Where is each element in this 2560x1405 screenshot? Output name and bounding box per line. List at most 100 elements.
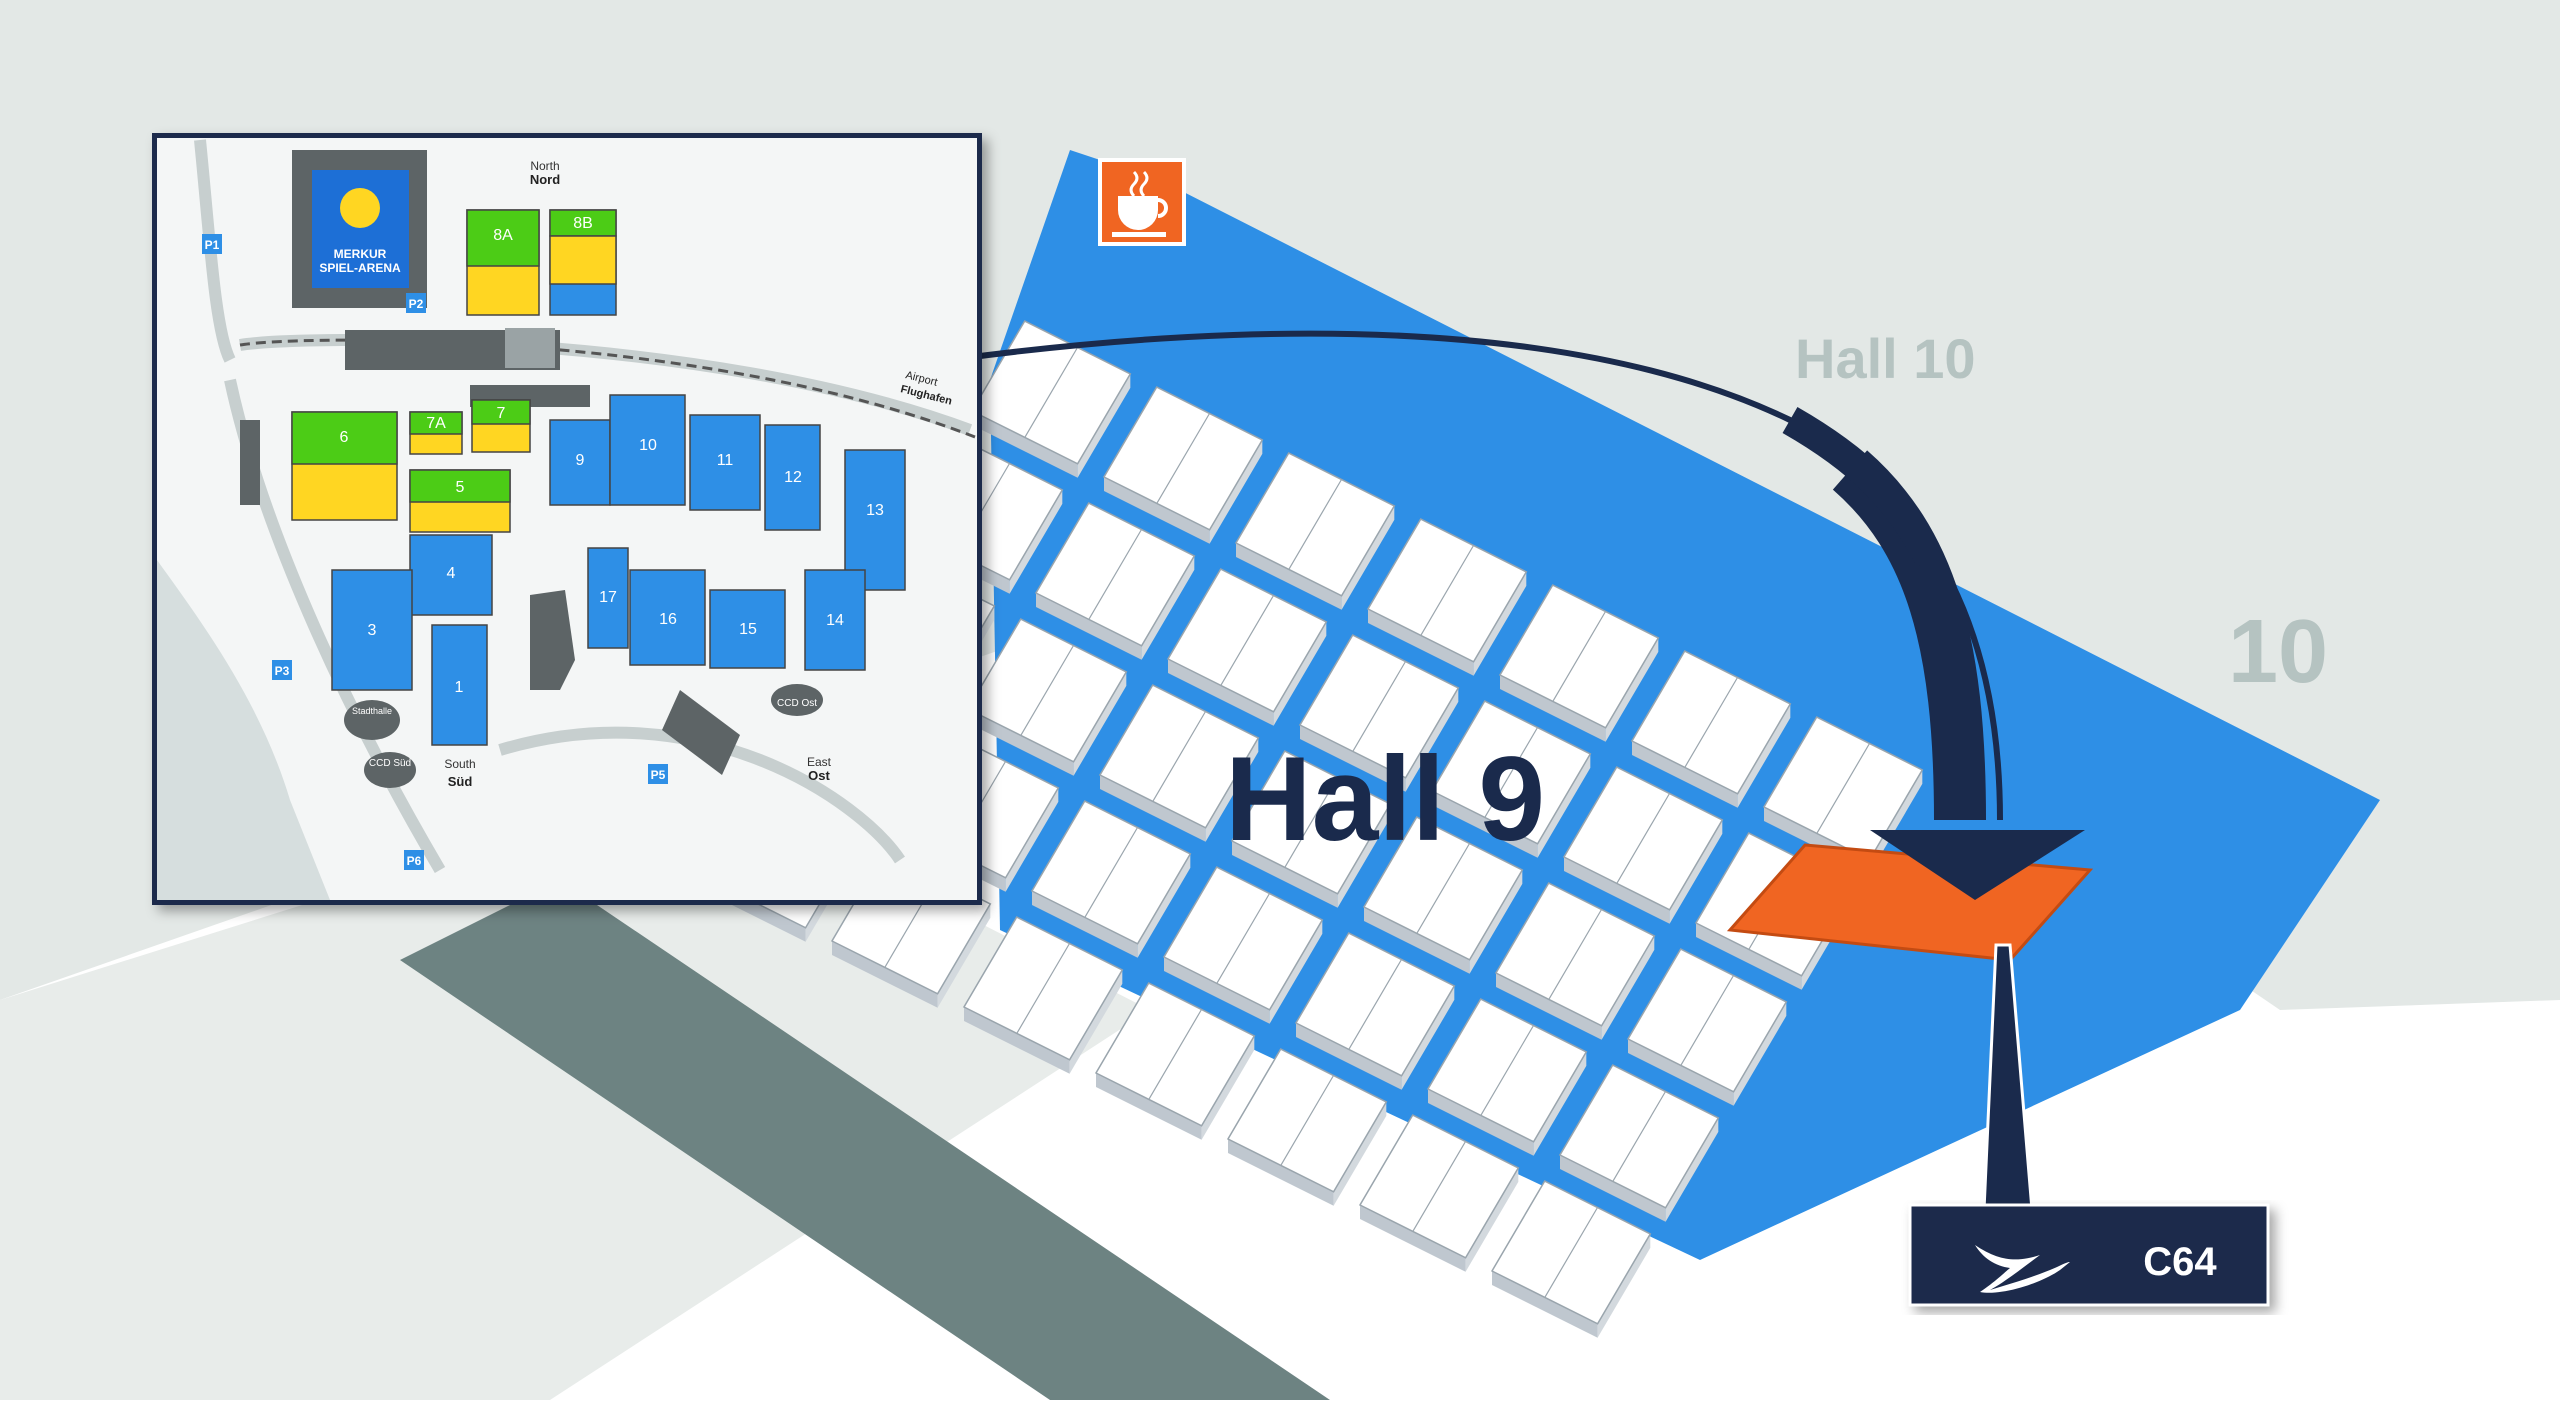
booth-side: [937, 903, 991, 1008]
booth-divider: [1612, 1091, 1667, 1182]
booth-side: [1341, 505, 1395, 610]
booth-side: [1696, 923, 1802, 990]
swallow-bird-icon: [1975, 1245, 2070, 1293]
hall-16[interactable]: [629, 569, 706, 666]
booth-side: [1428, 1089, 1534, 1156]
hall-6-label: 6: [340, 429, 349, 446]
booth-divider: [1348, 959, 1403, 1050]
hall-9[interactable]: [549, 419, 611, 506]
hall-14-label-site: 14: [826, 612, 844, 629]
booth-side: [1141, 555, 1195, 660]
booth-side: [1737, 703, 1791, 808]
booth-side: [1665, 1117, 1719, 1222]
booth-side: [1564, 857, 1670, 924]
arena-sun-logo: [340, 188, 380, 228]
hall-1[interactable]: [431, 624, 488, 746]
booth-side: [1364, 907, 1470, 974]
booth-side: [1492, 1271, 1598, 1338]
parking-p2[interactable]: P2: [406, 293, 426, 313]
booth-side: [1236, 543, 1342, 610]
hall-9-label: Hall 9: [1225, 732, 1545, 866]
hall-17[interactable]: [587, 547, 629, 649]
booth-side: [1100, 775, 1206, 842]
booth-side: [1669, 819, 1723, 924]
stadthalle: [344, 700, 400, 740]
booth-side: [1201, 1035, 1255, 1140]
booth-side: [968, 709, 1074, 776]
booth-side: [1432, 791, 1538, 858]
arrow-head: [1870, 830, 2085, 900]
booth-side: [1168, 659, 1274, 726]
booth-side: [1077, 373, 1131, 478]
booth-side: [1473, 571, 1527, 676]
svg-text:P3: P3: [275, 664, 290, 678]
hall-11[interactable]: [689, 414, 761, 511]
booth-divider: [1480, 1025, 1535, 1116]
booth-callout[interactable]: C64: [1908, 1203, 2270, 1307]
road: [400, 880, 1330, 1400]
booth-side: [1560, 1155, 1666, 1222]
east-label-en: East: [807, 755, 832, 769]
booth-side: [1601, 935, 1655, 1040]
arena-name-line1: MERKUR: [334, 247, 387, 261]
booth-divider: [1544, 1207, 1599, 1298]
booth-side: [1597, 1233, 1651, 1338]
hall-10-label-site: 10: [639, 437, 657, 454]
booth-divider: [1016, 943, 1071, 1034]
booth-side: [1269, 919, 1323, 1024]
booth-side: [1137, 853, 1191, 958]
svg-text:P6: P6: [407, 854, 422, 868]
parking-p1[interactable]: P1: [202, 234, 222, 254]
parking-p6[interactable]: P6: [404, 850, 424, 870]
booth-side: [1605, 637, 1659, 742]
booth-divider: [1020, 645, 1075, 736]
stadthalle-label: Stadthalle: [352, 706, 392, 716]
hall-14[interactable]: [804, 569, 866, 671]
svg-text:P1: P1: [205, 238, 220, 252]
site-plan-contents: MERKUR SPIEL-ARENA North Nord 8A 8B 6 7A…: [157, 139, 976, 900]
booth-side: [832, 941, 938, 1008]
hall-3[interactable]: [331, 569, 413, 691]
booth-side: [1209, 439, 1263, 544]
arena-name-line2: SPIEL-ARENA: [319, 261, 401, 275]
booth-number: C64: [2143, 1240, 2217, 1284]
booth-divider: [1684, 677, 1739, 768]
booth-divider: [1484, 727, 1539, 818]
hall-10[interactable]: [609, 394, 686, 506]
booth-side: [1469, 869, 1523, 974]
hall-11-label-site: 11: [717, 452, 734, 469]
booth-side: [1465, 1167, 1519, 1272]
booth-divider: [1216, 893, 1271, 984]
hall-12[interactable]: [764, 424, 821, 531]
booth-side: [1405, 687, 1459, 792]
south-label-de: Süd: [448, 774, 473, 789]
booth-side: [1869, 769, 1923, 874]
hall-16-label-site: 16: [659, 611, 677, 628]
booth-side: [964, 1007, 1070, 1074]
booth-side: [1733, 1001, 1787, 1106]
booth-divider: [1416, 843, 1471, 934]
booth-side: [1073, 671, 1127, 776]
cafe[interactable]: [1098, 158, 1186, 246]
hall-13[interactable]: [844, 449, 906, 591]
booth-side: [1164, 957, 1270, 1024]
railway: [239, 338, 976, 439]
parking-p3[interactable]: P3: [272, 660, 292, 680]
booth-side: [1537, 753, 1591, 858]
booth-divider: [1284, 777, 1339, 868]
hall-15[interactable]: [709, 589, 786, 669]
hall-5-label: 5: [456, 479, 465, 496]
parking-p5[interactable]: P5: [648, 764, 668, 784]
coffee-cup-icon: [1112, 170, 1168, 237]
hall-8b-label: 8B: [573, 215, 593, 232]
booth-divider: [1156, 413, 1211, 504]
booth-side: [1009, 489, 1063, 594]
booth-side: [1628, 1039, 1734, 1106]
booth-side: [1533, 1051, 1587, 1156]
north-label-en: North: [530, 159, 559, 173]
booth-divider: [1088, 529, 1143, 620]
booth-divider: [1084, 827, 1139, 918]
hall-8a-label: 8A: [493, 227, 513, 244]
